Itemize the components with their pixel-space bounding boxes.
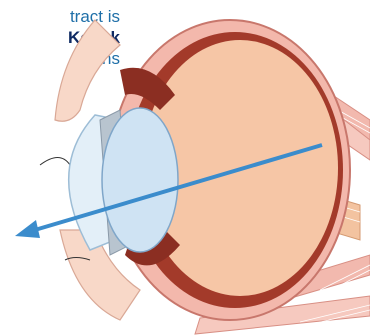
upper-eyelid	[55, 20, 120, 121]
lens	[102, 108, 178, 252]
eyelash-top	[40, 158, 70, 166]
